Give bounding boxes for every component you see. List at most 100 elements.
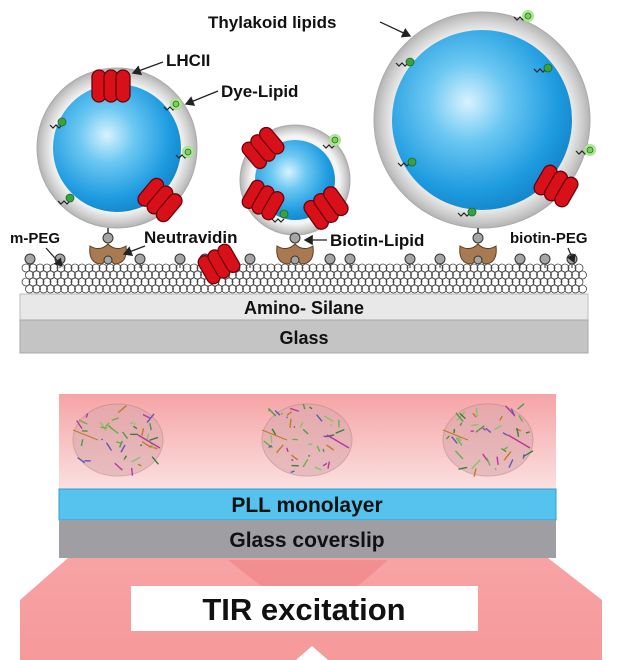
lhcii-helix (217, 243, 241, 273)
amino-silane-label: Amino- Silane (244, 298, 364, 318)
peg-loop (98, 263, 108, 273)
m-peg-label: m-PEG (10, 230, 60, 247)
protein-bond (516, 428, 520, 437)
peg-loop (207, 284, 216, 294)
protein-bond (118, 440, 123, 448)
protein-bond (85, 413, 89, 418)
protein-bond (455, 437, 463, 446)
dye-lipid (407, 157, 417, 167)
peg-loop (487, 270, 496, 280)
peg-loop (84, 277, 94, 287)
protein-bond (101, 438, 104, 441)
peg-loop (354, 284, 363, 294)
peg-loop (273, 263, 283, 273)
peg-loop (25, 284, 34, 294)
peg-loop (144, 284, 153, 294)
peg-loop (378, 277, 388, 287)
peg-bead (404, 253, 416, 265)
peg-loop (95, 284, 104, 294)
peg-loop (406, 277, 416, 287)
peg-loop (539, 277, 549, 287)
protein-bond (275, 444, 284, 454)
peg-loop (179, 284, 188, 294)
peg-loop (266, 263, 276, 273)
peg-loop (483, 277, 493, 287)
biotin-bead (103, 255, 113, 265)
peg-loop (266, 277, 276, 287)
protein-bond (109, 426, 119, 434)
lhcii-helix (115, 69, 131, 103)
biotin-lipid-label: Biotin-Lipid (330, 231, 424, 250)
protein-bond (76, 420, 83, 429)
lipid-tail (395, 62, 409, 67)
protein-bond (329, 424, 332, 427)
protein-bond (261, 429, 288, 441)
dye-lipid (543, 63, 553, 73)
dye-lipid (467, 207, 477, 217)
lipid-tail (533, 68, 547, 73)
protein-bond (289, 407, 300, 412)
peg-loop (172, 284, 181, 294)
peg-loop (434, 277, 444, 287)
peg-loop (403, 284, 412, 294)
peg-loop (382, 270, 391, 280)
peg-loop (571, 284, 580, 294)
dye-lipid (172, 100, 180, 108)
glass-coverslip-layer (59, 520, 556, 558)
protein-bond (454, 450, 464, 460)
neutravidin-arrow (122, 245, 146, 257)
peg-loop (67, 270, 76, 280)
protein-bond (459, 412, 466, 420)
peg-loop (368, 284, 377, 294)
peg-loop (357, 277, 367, 287)
peg-loop (273, 277, 283, 287)
dye-lipid (331, 136, 339, 144)
dye-lipid (65, 193, 75, 203)
protein-bond (494, 467, 497, 471)
peg-loop (487, 284, 496, 294)
protein-envelope (261, 403, 353, 477)
dye-lipid (405, 57, 415, 67)
peg-loop (399, 263, 409, 273)
protein-bond (111, 417, 119, 421)
peg-loop (109, 284, 118, 294)
lhcii-helix (323, 186, 349, 217)
peg-loop (137, 270, 146, 280)
vesicle-core (53, 84, 181, 212)
peg-bead (324, 253, 336, 265)
peg-loop (508, 284, 517, 294)
tir-excitation-box (131, 586, 478, 631)
peg-loop (301, 263, 311, 273)
peg-loop (550, 284, 559, 294)
protein-bond (139, 444, 143, 447)
protein-bond (141, 441, 152, 448)
peg-loop (158, 284, 167, 294)
peg-loop (25, 270, 34, 280)
dye-lipid (279, 209, 289, 219)
glass-label: Glass (279, 328, 328, 348)
peg-loop (375, 284, 384, 294)
peg-loop (172, 270, 181, 280)
peg-bead (24, 253, 36, 265)
peg-loop (557, 270, 566, 280)
peg-loop (536, 270, 545, 280)
lipid-tail (57, 200, 71, 205)
peg-loop (67, 284, 76, 294)
peg-loop (431, 284, 440, 294)
amino-silane-layer (19, 293, 589, 321)
peg-loop (518, 263, 528, 273)
peg-loop (53, 284, 62, 294)
protein-bond (302, 428, 309, 435)
peg-loop (336, 277, 346, 287)
protein-bond (299, 421, 304, 428)
peg-loop (158, 270, 167, 280)
peg-loop (574, 263, 584, 273)
peg-loop (560, 277, 570, 287)
protein-bond (100, 426, 108, 429)
protein-bond (335, 428, 345, 434)
protein-bond (274, 410, 281, 416)
protein-bond (267, 407, 277, 417)
peg-loop (445, 270, 454, 280)
dye-lipid (586, 146, 594, 154)
neutravidin (276, 243, 314, 265)
